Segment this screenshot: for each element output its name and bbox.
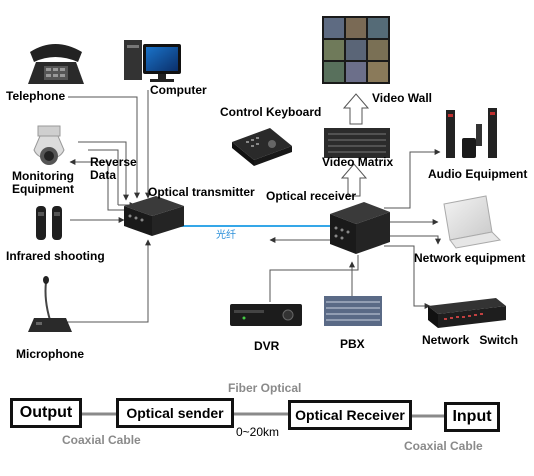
computer-label: Computer: [150, 83, 207, 97]
optical-receiver-device: [330, 202, 390, 254]
infrared-shooting-label: Infrared shooting: [6, 249, 105, 263]
distance-label: 0~20km: [236, 425, 280, 439]
audio-equipment-icon: [446, 108, 497, 158]
laptop-icon: [443, 195, 502, 249]
computer-icon: [124, 40, 181, 82]
output-box: Output: [10, 398, 82, 428]
optical-sender-box: Optical sender: [116, 398, 234, 428]
fiber-optical-label: Fiber Optical: [228, 381, 302, 395]
video-wall-label: Video Wall: [372, 91, 433, 105]
video-matrix-label: Video Matrix: [322, 155, 394, 169]
network-switch-icon: [428, 298, 506, 328]
infrared-sensor-icon: [36, 206, 62, 240]
microphone-label: Microphone: [16, 347, 84, 361]
coaxial-cable-right-label: Coaxial Cable: [404, 439, 483, 453]
dvr-label: DVR: [254, 339, 280, 353]
control-keyboard-icon: [232, 128, 292, 166]
up-arrow-video-matrix: [340, 163, 368, 197]
coaxial-cable-left-label: Coaxial Cable: [62, 433, 141, 447]
right-connector-lines: [269, 149, 441, 309]
control-keyboard-label: Control Keyboard: [220, 105, 322, 119]
monitoring-camera-icon: [33, 125, 65, 165]
video-matrix-icon: [324, 128, 390, 158]
bottom-flow-lines: [80, 412, 446, 418]
optical-transmitter-device: [124, 196, 184, 236]
optical-receiver-box: Optical Receiver: [288, 400, 412, 430]
up-arrow-video-wall: [342, 93, 370, 125]
input-box: Input: [444, 402, 500, 432]
video-wall-icon: [322, 16, 390, 84]
dvr-icon: [230, 304, 302, 326]
reverse-data-label: Reverse Data: [90, 155, 137, 182]
pbx-icon: [324, 296, 382, 326]
microphone-icon: [28, 276, 72, 332]
pbx-label: PBX: [340, 337, 365, 351]
left-connector-lines: [65, 90, 151, 323]
audio-equipment-label: Audio Equipment: [428, 167, 528, 181]
optical-transmitter-label: Optical transmitter: [148, 185, 255, 199]
telephone-label: Telephone: [6, 89, 66, 103]
telephone-icon: [28, 44, 84, 84]
network-switch-label: Network Switch: [422, 333, 519, 347]
monitoring-equipment-label: Monitoring Equipment: [12, 169, 74, 196]
optical-receiver-label: Optical receiver: [266, 189, 357, 203]
fiber-link-label: 光纤: [216, 230, 236, 241]
network-equipment-label: Network equipment: [414, 251, 526, 265]
